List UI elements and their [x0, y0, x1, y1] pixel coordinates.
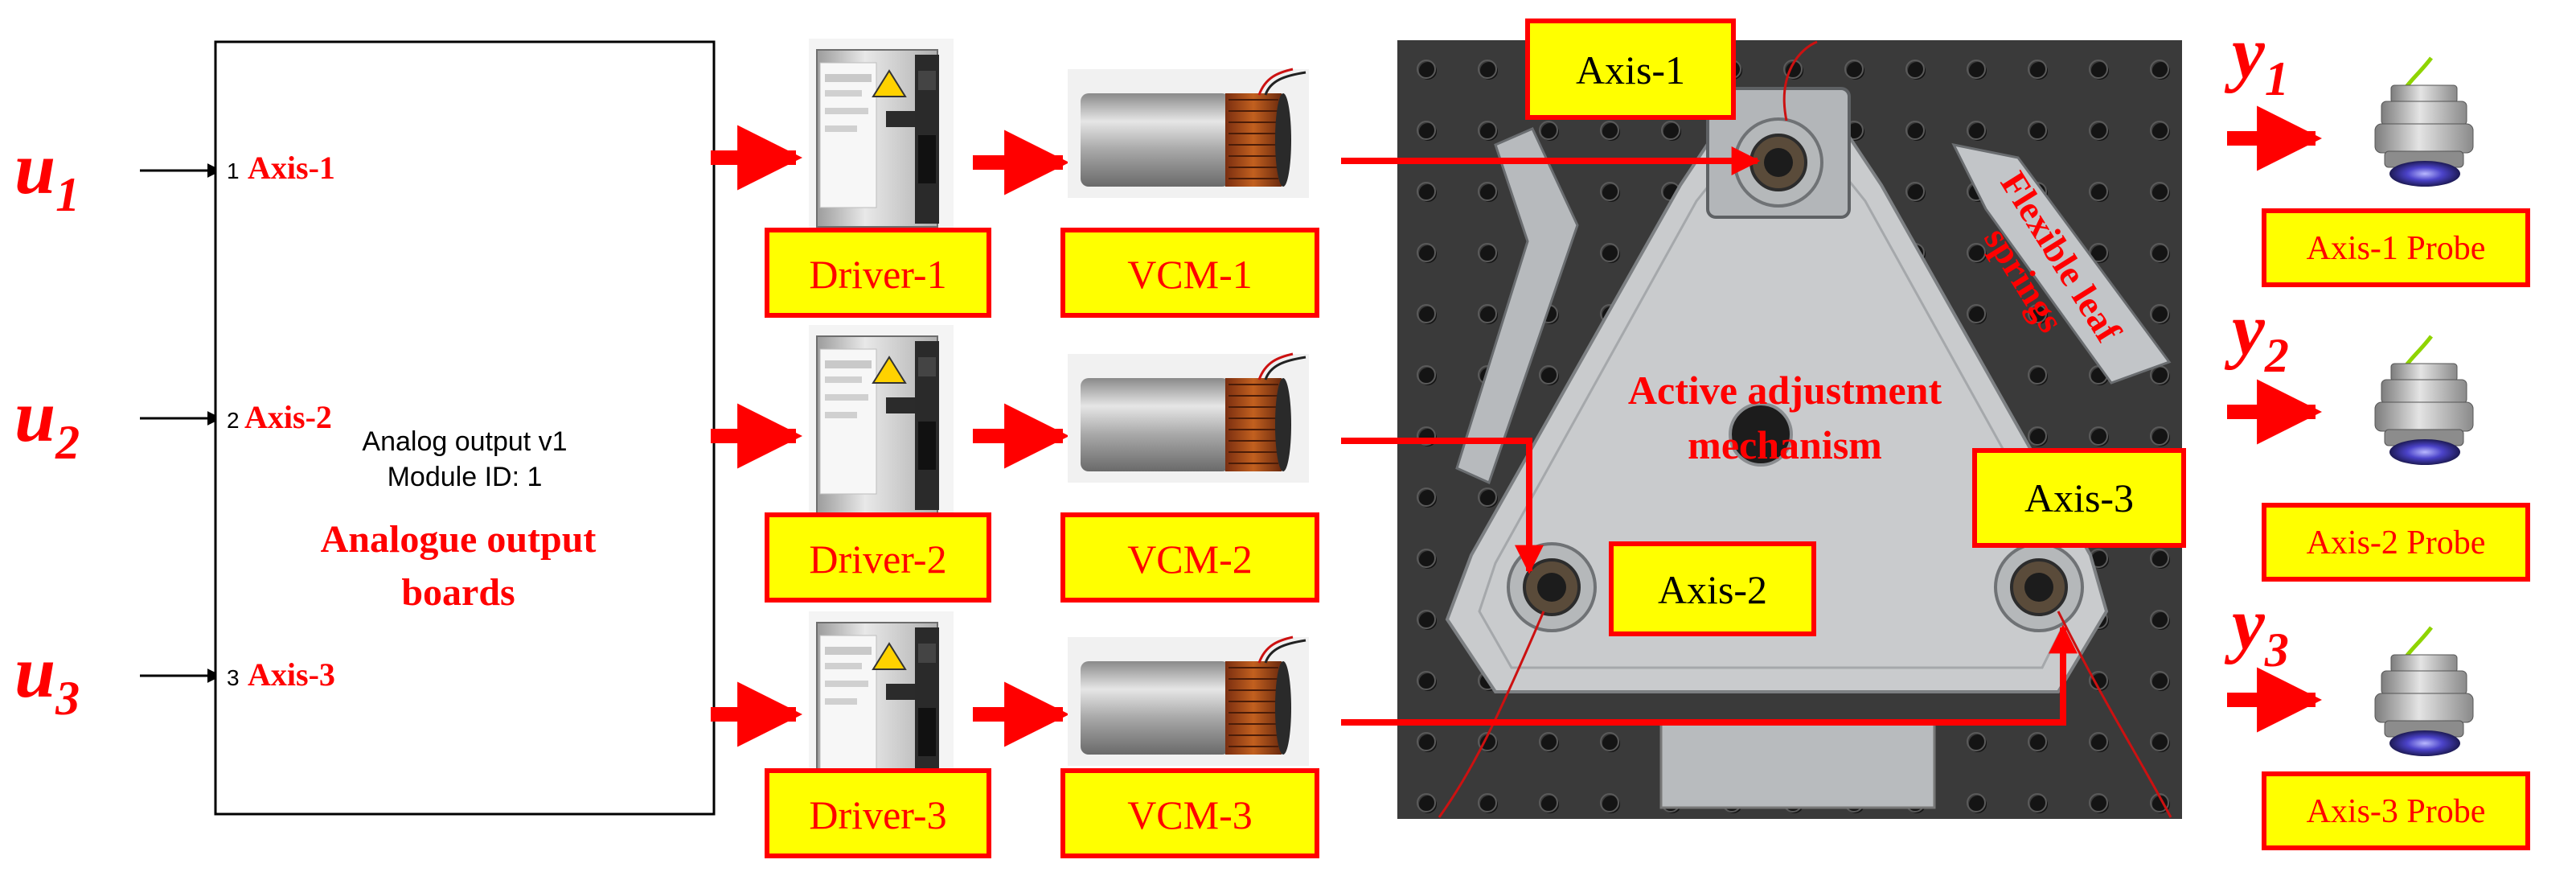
connector-axis-2 [1341, 438, 1544, 574]
mech-axis-1-label-box [1525, 19, 1736, 120]
svg-text:u3: u3 [14, 631, 80, 725]
block-caption-line1: Analogue output [321, 518, 597, 561]
vcm-2-photo [1066, 352, 1311, 484]
mech-axis-1-label: Axis-1 [1576, 47, 1685, 93]
output-y3-subscript: 3 [2264, 623, 2289, 677]
driver-3: Driver-3 [765, 611, 991, 858]
mech-axis-3-label: Axis-3 [2024, 475, 2134, 520]
input-u1: u1 [14, 127, 222, 221]
driver-3-label: Driver-3 [809, 792, 946, 837]
driver-2-label-box [765, 512, 991, 603]
vcm-1-photo [1066, 68, 1311, 199]
cable-axis-1 [1782, 40, 1818, 121]
analog-output-block: 1 Axis-1 2 Axis-2 3 Axis-3 Analog output… [214, 40, 716, 816]
driver-1-label: Driver-1 [809, 252, 946, 297]
probe-3-label-box [2262, 771, 2530, 850]
block-title-line1: Analog output v1 [362, 426, 567, 457]
vcm-2-label-box [1060, 512, 1319, 603]
driver-2-photo [808, 324, 954, 522]
driver-1-label-box [765, 228, 991, 318]
probe-2-label-box [2262, 503, 2530, 582]
output-y1-symbol: y [2224, 11, 2266, 93]
plate-inner-edge [1478, 159, 2076, 669]
block-caption-line2: boards [401, 571, 515, 614]
analog-output-frame [214, 40, 716, 816]
mechanism-photo: Axis-1 Axis-2 Axis-3 Active adjustment m… [1397, 19, 2186, 819]
driver-to-vcm-arrows [973, 130, 1070, 747]
vcm-1: VCM-1 [1060, 68, 1319, 318]
mechanism-caption-line1: Active adjustment [1628, 368, 1942, 413]
input-u3: u3 [14, 631, 222, 725]
axis-2-mount [1507, 542, 1597, 632]
vcm-3: VCM-3 [1060, 635, 1319, 858]
vcm-3-label: VCM-3 [1127, 792, 1253, 837]
output-y3: y3 Axis-3 Probe [2224, 582, 2530, 850]
base-block [1659, 722, 1936, 809]
block-title-line2: Module ID: 1 [388, 462, 543, 492]
mech-axis-2-label-box [1609, 541, 1816, 636]
port-2-number: 2 [227, 408, 240, 433]
connector-axis-3 [1341, 624, 2078, 726]
input-u1-symbol: u [14, 127, 55, 209]
vcm-2: VCM-2 [1060, 352, 1319, 603]
port-3-label: Axis-3 [248, 656, 335, 693]
center-hole [1729, 402, 1793, 467]
driver-1-photo [808, 38, 954, 236]
vcm-to-mechanism-connectors [1341, 146, 2078, 726]
axis-3-mount [1994, 542, 2084, 632]
vcm-2-label: VCM-2 [1127, 537, 1253, 582]
probe-3-label: Axis-3 Probe [2307, 793, 2486, 830]
output-y1: y1 Axis-1 Probe [2224, 11, 2530, 287]
vcm-1-label-box [1060, 228, 1319, 318]
cable-axis-2 [1438, 611, 1545, 818]
input-u3-symbol: u [14, 631, 55, 713]
output-y2-subscript: 2 [2264, 329, 2289, 382]
input-u2-subscript: 2 [55, 416, 80, 469]
driver-1: Driver-1 [765, 38, 991, 318]
vcm-3-label-box [1060, 768, 1319, 858]
probe-2-photo [2375, 336, 2473, 465]
probe-2-label: Axis-2 Probe [2307, 524, 2486, 561]
leaf-spring-right [1951, 142, 2172, 385]
port-1-label: Axis-1 [248, 150, 335, 186]
leaf-spring-left [1455, 127, 1579, 485]
svg-text:u1: u1 [14, 127, 80, 221]
port-1-number: 1 [227, 158, 240, 183]
probe-1-label: Axis-1 Probe [2307, 230, 2486, 267]
vcm-1-label: VCM-1 [1127, 252, 1253, 297]
output-y3-symbol: y [2224, 582, 2266, 664]
output-y2: y2 Axis-2 Probe [2224, 288, 2530, 582]
svg-text:u2: u2 [14, 375, 80, 469]
driver-2: Driver-2 [765, 324, 991, 603]
probe-1-photo [2375, 58, 2473, 187]
probe-1-label-box [2262, 208, 2530, 287]
mech-axis-3-label-box [1972, 448, 2186, 548]
board-to-driver-arrows [711, 125, 803, 747]
input-u2-symbol: u [14, 375, 55, 457]
port-2-label: Axis-2 [244, 399, 332, 435]
svg-text:y3: y3 [2224, 582, 2289, 677]
input-u1-subscript: 1 [55, 168, 80, 221]
output-y2-symbol: y [2224, 288, 2266, 370]
output-y1-subscript: 1 [2265, 52, 2289, 105]
driver-3-label-box [765, 768, 991, 858]
port-3-number: 3 [227, 665, 240, 690]
driver-2-label: Driver-2 [809, 537, 946, 582]
mech-axis-2-label: Axis-2 [1658, 567, 1767, 612]
input-u3-subscript: 3 [55, 672, 80, 725]
probe-3-photo [2375, 627, 2473, 756]
svg-text:y1: y1 [2224, 11, 2289, 105]
mechanism-caption-line2: mechanism [1688, 422, 1882, 467]
input-u2: u2 [14, 375, 222, 469]
vcm-3-photo [1066, 635, 1311, 767]
svg-text:y2: y2 [2224, 288, 2289, 382]
